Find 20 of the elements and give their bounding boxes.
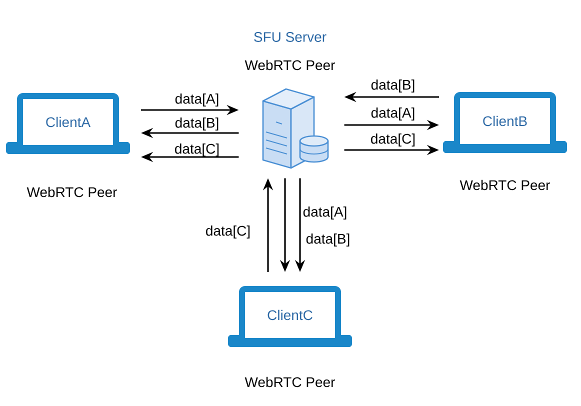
node-label: ClientB (483, 116, 527, 126)
laptop: ClientA (6, 93, 130, 154)
node-label: WebRTC Peer (244, 376, 336, 388)
edge-label: data[A] (175, 93, 218, 107)
edge-label: data[B] (175, 117, 218, 131)
server-drawing (262, 88, 329, 169)
edge-label: data[C] (175, 143, 219, 157)
node-label: ClientC (268, 310, 312, 320)
server-title: SFU Server (254, 32, 326, 42)
edge-label: data[A] (303, 206, 346, 220)
edge-label: data[B] (306, 233, 350, 247)
edge-label: data[B] (371, 79, 414, 93)
server-caption: WebRTC Peer (244, 60, 336, 70)
edge-label: data[A] (371, 107, 414, 121)
node-label: WebRTC Peer (460, 180, 550, 190)
node-label: WebRTC Peer (26, 186, 118, 198)
laptop: ClientB (443, 92, 567, 153)
edge-label: data[C] (206, 225, 250, 239)
laptop: ClientC (228, 286, 352, 347)
edge-label: data[C] (371, 133, 415, 147)
